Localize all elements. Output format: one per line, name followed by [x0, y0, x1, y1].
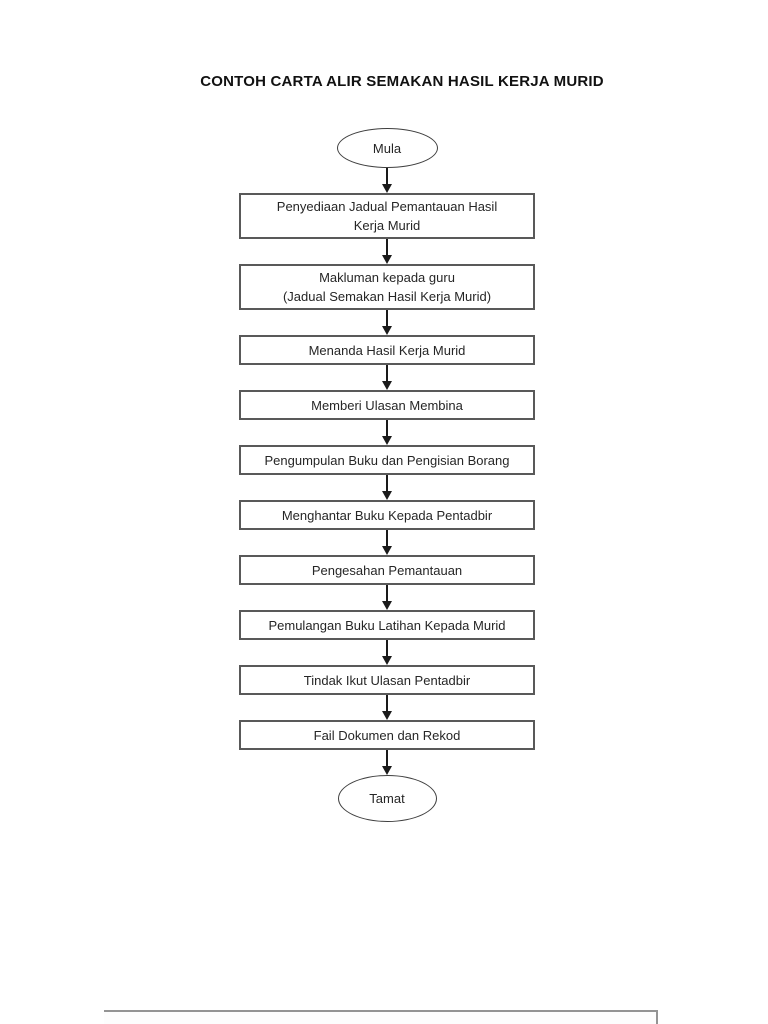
process-makluman-kepada-guru: Makluman kepada guru (Jadual Semakan Has…: [239, 264, 535, 310]
process-menghantar-buku: Menghantar Buku Kepada Pentadbir: [239, 500, 535, 530]
arrow-head: [382, 255, 392, 264]
arrow-down-icon: [381, 530, 393, 555]
process-tindak-ikut: Tindak Ikut Ulasan Pentadbir: [239, 665, 535, 695]
process-menanda-hasil-kerja: Menanda Hasil Kerja Murid: [239, 335, 535, 365]
process-fail-dokumen: Fail Dokumen dan Rekod: [239, 720, 535, 750]
arrow-line: [386, 168, 388, 184]
arrow-line: [386, 310, 388, 326]
arrow-line: [386, 695, 388, 711]
arrow-down-icon: [381, 310, 393, 335]
flowchart: Mula Penyediaan Jadual Pemantauan Hasil …: [239, 128, 535, 822]
arrow-down-icon: [381, 420, 393, 445]
arrow-line: [386, 750, 388, 766]
arrow-down-icon: [381, 585, 393, 610]
arrow-head: [382, 711, 392, 720]
arrow-line: [386, 640, 388, 656]
arrow-line: [386, 239, 388, 255]
arrow-head: [382, 326, 392, 335]
arrow-head: [382, 546, 392, 555]
arrow-down-icon: [381, 750, 393, 775]
arrow-head: [382, 184, 392, 193]
arrow-line: [386, 530, 388, 546]
start-terminal: Mula: [336, 128, 438, 168]
arrow-head: [382, 491, 392, 500]
arrow-down-icon: [381, 365, 393, 390]
arrow-head: [382, 436, 392, 445]
arrow-down-icon: [381, 640, 393, 665]
arrow-down-icon: [381, 695, 393, 720]
next-block-frame: [104, 1010, 658, 1024]
process-pengesahan-pemantauan: Pengesahan Pemantauan: [239, 555, 535, 585]
process-pemulangan-buku: Pemulangan Buku Latihan Kepada Murid: [239, 610, 535, 640]
arrow-down-icon: [381, 168, 393, 193]
arrow-line: [386, 365, 388, 381]
arrow-line: [386, 585, 388, 601]
arrow-line: [386, 475, 388, 491]
process-memberi-ulasan: Memberi Ulasan Membina: [239, 390, 535, 420]
arrow-head: [382, 601, 392, 610]
arrow-head: [382, 656, 392, 665]
arrow-line: [386, 420, 388, 436]
arrow-head: [382, 381, 392, 390]
arrow-head: [382, 766, 392, 775]
page-title: CONTOH CARTA ALIR SEMAKAN HASIL KERJA MU…: [200, 73, 604, 90]
arrow-down-icon: [381, 475, 393, 500]
end-terminal: Tamat: [337, 775, 437, 822]
process-pengumpulan-buku: Pengumpulan Buku dan Pengisian Borang: [239, 445, 535, 475]
arrow-down-icon: [381, 239, 393, 264]
process-penyediaan-jadual: Penyediaan Jadual Pemantauan Hasil Kerja…: [239, 193, 535, 239]
